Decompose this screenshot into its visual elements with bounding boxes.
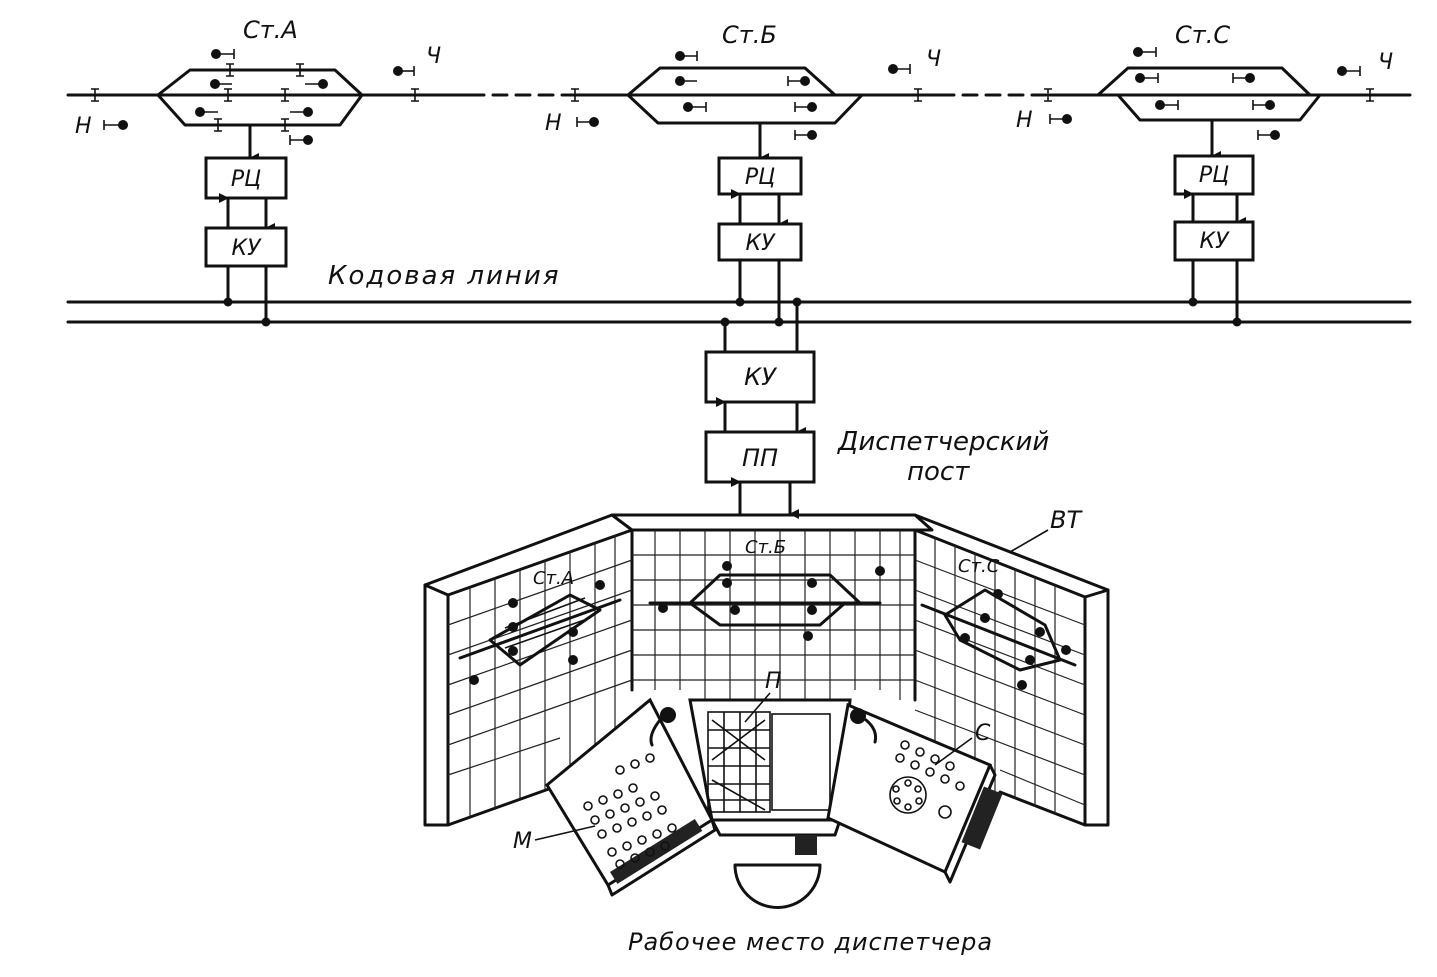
station-a-signals <box>103 49 415 145</box>
dispatch-pp-label: ПП <box>742 444 778 472</box>
station-b-ku-label: КУ <box>745 231 776 256</box>
station-b: Ст.Б Ч Н РЦ КУ <box>545 21 941 326</box>
station-b-signals <box>576 51 911 140</box>
desk-label-right: С <box>975 721 991 746</box>
station-b-right-signal-label: Ч <box>926 47 941 72</box>
panel-station-a-schematic <box>458 580 622 685</box>
station-b-left-signal-label: Н <box>545 111 562 136</box>
station-a-rc-label: РЦ <box>231 167 261 192</box>
caption: Рабочее место диспетчера <box>628 928 993 956</box>
station-a-left-signal-label: Н <box>75 114 92 139</box>
mimic-grid-center <box>632 530 915 710</box>
dispatch-ku-label: КУ <box>744 363 777 391</box>
dispatch-post: КУ ПП Диспетчерский пост <box>704 300 1049 519</box>
station-c-left-signal-label: Н <box>1016 108 1033 133</box>
panel-station-a-label: Ст.А <box>533 568 574 589</box>
code-line: Кодовая линия <box>66 261 1412 327</box>
dispatch-post-label-line1: Диспетчерский <box>837 427 1049 457</box>
code-line-label: Кодовая линия <box>328 261 560 291</box>
station-c-rc-label: РЦ <box>1199 163 1229 188</box>
station-a-ku-label: КУ <box>231 236 262 261</box>
station-c-right-signal-label: Ч <box>1378 50 1393 75</box>
panel-station-b-schematic <box>648 561 885 641</box>
panel-station-b-label: Ст.Б <box>745 537 786 558</box>
station-b-title: Ст.Б <box>722 21 777 49</box>
dispatch-post-label-line2: пост <box>907 457 970 487</box>
station-a-right-signal-label: Ч <box>426 44 441 69</box>
panel-station-c-schematic <box>920 588 1077 690</box>
station-b-rc-label: РЦ <box>745 165 775 190</box>
station-c-ku-label: КУ <box>1199 229 1230 254</box>
mimic-panel: Ст.А Ст.Б Ст.С ВТ <box>423 506 1110 827</box>
station-c-signals <box>1049 47 1361 140</box>
station-c: Ст.С Ч Н РЦ КУ <box>1016 21 1393 326</box>
panel-station-c-label: Ст.С <box>958 556 1000 577</box>
main-track <box>66 88 1412 102</box>
dispatcher-desk: С П М <box>513 669 1003 909</box>
wall-label: ВТ <box>1050 506 1083 534</box>
station-c-title: Ст.С <box>1175 21 1230 49</box>
station-a: Ст.А Ч Н РЦ КУ <box>75 16 441 326</box>
desk-label-center: П <box>765 669 782 694</box>
station-a-title: Ст.А <box>243 16 298 44</box>
desk-label-left: М <box>513 829 532 854</box>
